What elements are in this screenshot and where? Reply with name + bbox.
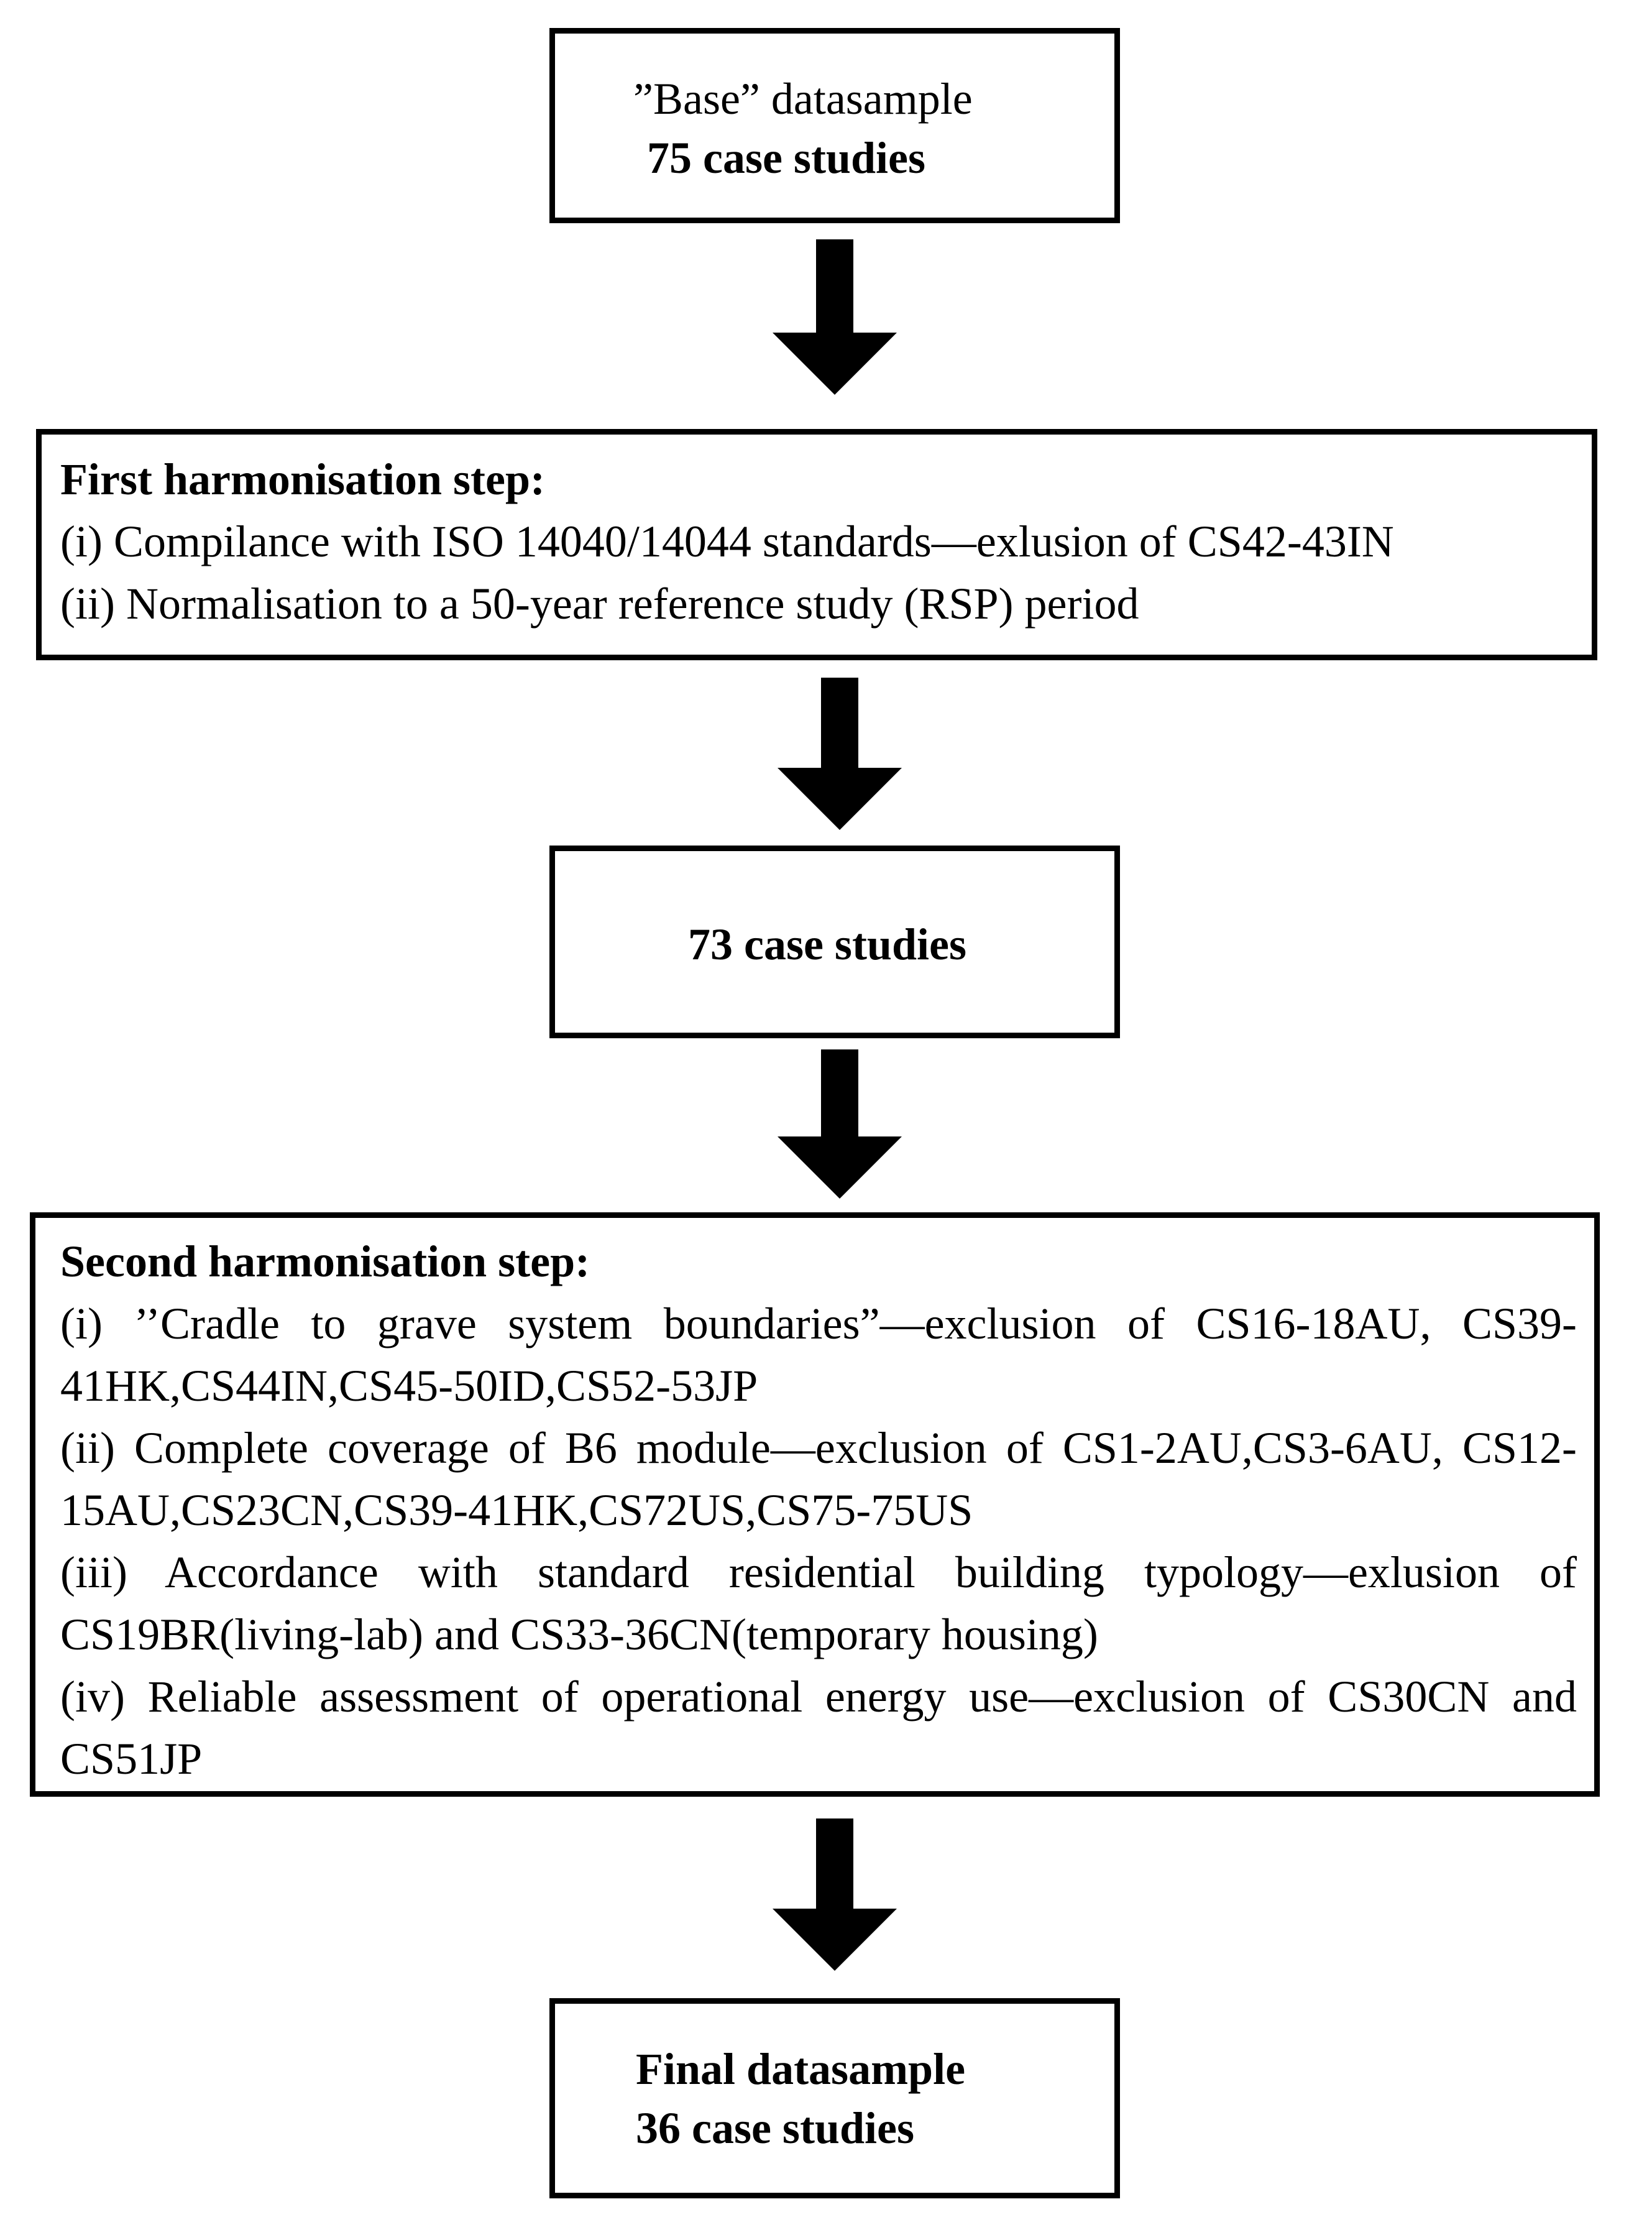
final-datasample-box: Final datasample 36 case studies xyxy=(549,1998,1120,2198)
base-case-count: 75 case studies xyxy=(647,133,925,183)
down-arrow-2 xyxy=(778,678,902,830)
second-step-item: (iv) Reliable assessment of operational … xyxy=(60,1672,1577,1784)
second-step-title: Second harmonisation step: xyxy=(60,1237,590,1286)
intermediate-box: 73 case studies xyxy=(549,846,1120,1038)
first-step-item: (ii) Normalisation to a 50-year referenc… xyxy=(60,579,1139,629)
first-harmonisation-box: First harmonisation step: (i) Compilance… xyxy=(36,429,1597,660)
second-harmonisation-box: Second harmonisation step: (i) ’’Cradle … xyxy=(30,1212,1600,1797)
second-step-item: (iii) Accordance with standard residenti… xyxy=(60,1547,1577,1659)
intermediate-case-count: 73 case studies xyxy=(688,920,966,969)
down-arrow-1 xyxy=(773,239,897,395)
base-datasample-label: ”Base” datasample xyxy=(633,74,973,124)
first-step-title: First harmonisation step: xyxy=(60,454,545,504)
final-case-count: 36 case studies xyxy=(636,2103,914,2153)
second-step-item: (i) ’’Cradle to grave system boundaries”… xyxy=(60,1299,1577,1411)
second-step-item: (ii) Complete coverage of B6 module—excl… xyxy=(60,1423,1577,1535)
first-step-item: (i) Compilance with ISO 14040/14044 stan… xyxy=(60,517,1394,566)
final-datasample-label: Final datasample xyxy=(636,2044,966,2094)
down-arrow-3 xyxy=(778,1049,902,1199)
down-arrow-4 xyxy=(773,1818,897,1971)
base-datasample-box: ”Base” datasample 75 case studies xyxy=(549,28,1120,223)
